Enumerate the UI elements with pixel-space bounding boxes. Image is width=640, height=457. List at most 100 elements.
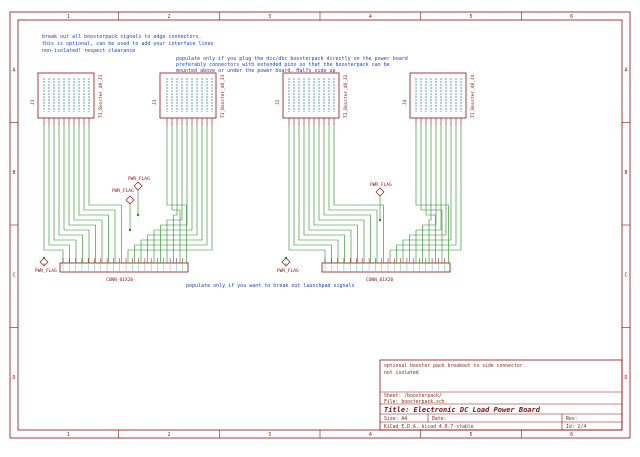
j3-ref: J3 <box>152 99 158 105</box>
conn-left-value: CONN_01X20 <box>106 277 133 283</box>
junction <box>128 228 132 232</box>
wire <box>415 126 449 263</box>
connector-j4 <box>409 72 467 119</box>
tb-title: Title: Electronic DC Load Power Board <box>384 406 541 414</box>
frame-row-label: B <box>12 170 15 176</box>
frame-col-label: 2 <box>167 432 170 438</box>
wire <box>58 126 83 263</box>
note-line: non-isolated! respect clearance <box>42 48 135 54</box>
wire <box>63 126 90 263</box>
pwr-flag-2: PWR_FLAG <box>128 176 150 191</box>
pwr-flag-label: PWR_FLAG <box>35 268 57 274</box>
junction <box>136 213 140 217</box>
junction <box>42 256 46 260</box>
pwr-flag-label: PWR_FLAG <box>112 188 134 194</box>
frame-col-label: 1 <box>67 14 70 20</box>
wire <box>73 126 103 263</box>
frame-row-label: A <box>624 67 627 73</box>
frame-col-label: 3 <box>268 14 271 20</box>
wire <box>134 126 208 263</box>
wire <box>166 126 183 263</box>
j4-ref: J4 <box>402 99 408 105</box>
wire <box>48 126 70 263</box>
tb-kicad: KiCad E.D.A. kicad 4.0.7-stable <box>384 424 474 430</box>
frame-row-label: B <box>624 170 627 176</box>
frame-col-label: 3 <box>268 432 271 438</box>
tb-sheet: Sheet: /boosterpack/ <box>384 393 442 399</box>
pwr-flag-3: PWR_FLAG <box>112 188 135 205</box>
j1-ref: J1 <box>30 99 36 105</box>
frame-col-label: 2 <box>167 14 170 20</box>
frame-row-label: A <box>12 67 15 73</box>
wire <box>83 126 116 263</box>
j2-ref: J2 <box>275 99 281 105</box>
wire <box>173 126 178 263</box>
wire <box>171 126 181 263</box>
wire <box>153 126 193 263</box>
pwr-flag-5: PWR_FLAG <box>370 182 392 197</box>
wire <box>415 126 442 263</box>
note-line: mounted above or under the power board. … <box>176 68 336 74</box>
wire <box>313 126 358 263</box>
wire <box>288 126 326 263</box>
note-line: break out all boosterpack signals to edg… <box>42 34 202 40</box>
wire <box>318 126 365 263</box>
tb-comment-1: optional booster pack breakout to side c… <box>384 363 526 369</box>
tb-rev: Rev: <box>566 416 578 422</box>
wire <box>293 126 332 263</box>
frame-row-label: D <box>12 375 15 381</box>
wire <box>43 126 64 263</box>
frame-col-label: 5 <box>469 432 472 438</box>
connector-j2 <box>282 72 340 119</box>
frame-row-label: D <box>624 375 627 381</box>
pwr-flag-4: PWR_FLAG <box>277 257 299 274</box>
wire <box>303 126 345 263</box>
wire <box>147 126 198 263</box>
pwr-flag-label: PWR_FLAG <box>370 182 392 188</box>
wire <box>78 126 109 263</box>
note-line: preferably connectors with extended pins… <box>176 62 390 68</box>
frame-col-label: 4 <box>369 14 372 20</box>
wire <box>389 126 462 263</box>
note-line: populate only if you plug the dcc/dbc bo… <box>176 56 408 62</box>
connector-j3 <box>159 72 217 119</box>
j1-value: TI_Booster_40_J1 <box>98 74 104 118</box>
wire <box>420 126 443 263</box>
wire <box>298 126 339 263</box>
wire <box>396 126 457 263</box>
j2-value: TI_Booster_40_J2 <box>343 74 349 118</box>
tb-id: Id: 2/4 <box>566 424 586 430</box>
junction <box>378 218 382 222</box>
conn-right-value: CONN_01X20 <box>366 277 393 283</box>
connector-j1 <box>37 72 95 119</box>
wire <box>328 126 378 263</box>
junction <box>284 256 288 260</box>
note-line: this is optional, can be used to add you… <box>42 41 214 47</box>
pwr-flag-label: PWR_FLAG <box>277 268 299 274</box>
wire <box>68 126 96 263</box>
pwr-flag-label: PWR_FLAG <box>128 176 150 182</box>
tb-file: File: boosterpack.sch <box>384 399 445 405</box>
wire <box>323 126 371 263</box>
wire <box>140 126 203 263</box>
pwr-flag-1: PWR_FLAG <box>35 257 57 274</box>
frame-col-label: 1 <box>67 432 70 438</box>
note-top-mid: populate only if you plug the dcc/dbc bo… <box>176 56 408 74</box>
title-block: optional booster pack breakout to side c… <box>379 359 623 431</box>
wire <box>422 126 437 263</box>
frame-col-label: 6 <box>570 14 573 20</box>
frame-col-label: 4 <box>369 432 372 438</box>
wire <box>333 126 384 263</box>
wire <box>53 126 77 263</box>
conn-01x20-right <box>321 262 451 273</box>
tb-comment-2: not isolated <box>384 370 419 376</box>
wire <box>409 126 447 263</box>
tb-date: Date: <box>432 416 446 422</box>
frame-col-label: 6 <box>570 432 573 438</box>
wire <box>160 126 188 263</box>
wire <box>88 126 122 263</box>
tb-size: Size: A4 <box>384 416 407 422</box>
